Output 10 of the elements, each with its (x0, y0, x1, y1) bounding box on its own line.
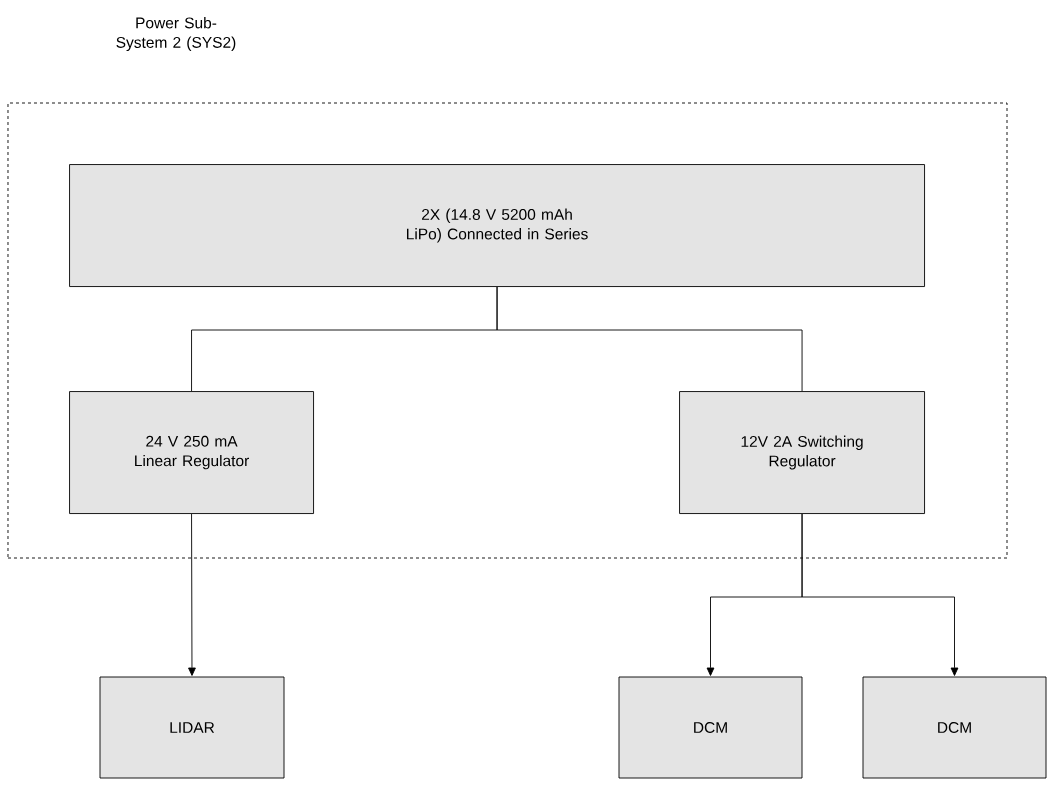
block-box: 24 V 250 mA Linear Regulator (69, 391, 314, 514)
connector (496, 286, 803, 392)
block-box: DCM (618, 676, 803, 779)
block-box: 2X (14.8 V 5200 mAh LiPo) Connected in Series (69, 164, 925, 287)
group-heading: Power Sub-System 2 (SYS2) (116, 17, 236, 51)
block-box: 12V 2A Switching Regulator (679, 391, 925, 514)
connector (188, 513, 196, 676)
block-box: DCM (862, 676, 1047, 779)
connector (801, 513, 959, 676)
block-box: LIDAR (99, 676, 285, 779)
